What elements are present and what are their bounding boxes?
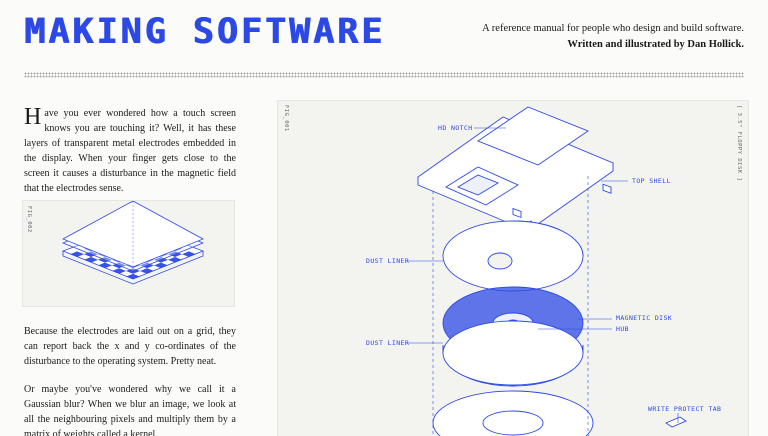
figure-small-id: FIG_002 [26, 206, 32, 233]
drop-cap: H [24, 104, 42, 130]
site-title[interactable]: MAKING SOFTWARE [24, 12, 386, 52]
touchscreen-illustration [61, 201, 205, 285]
paragraph-grid: Because the electrodes are laid out on a… [24, 326, 236, 367]
label-dust-liner-2: DUST LINER [366, 339, 410, 347]
paragraph-touchscreen-text: ave you ever wondered how a touch screen… [24, 108, 236, 194]
label-write-protect-tab: WRITE PROTECT TAB [648, 405, 722, 413]
figure-touchscreen-layers: FIG_002 [22, 200, 235, 307]
label-magnetic-disk: MAGNETIC DISK [616, 314, 673, 322]
paragraph-gaussian: Or maybe you've wondered why we call it … [24, 384, 236, 436]
tagline: A reference manual for people who design… [482, 21, 744, 53]
figure-floppy-disk: FIG_001 [ 3.5" FLOPPY DISK ] [277, 100, 749, 436]
label-dust-liner-1: DUST LINER [366, 257, 410, 265]
label-hd-notch: HD NOTCH [438, 124, 473, 132]
label-top-shell: TOP SHELL [632, 177, 671, 185]
tagline-text: A reference manual for people who design… [482, 23, 744, 34]
figure-big-caption: [ 3.5" FLOPPY DISK ] [736, 105, 742, 182]
floppy-exploded-illustration [406, 106, 687, 436]
figure-big-id: FIG_001 [283, 105, 289, 132]
label-hub: HUB [616, 325, 629, 333]
author-credit: Written and illustrated by Dan Hollick. [567, 39, 744, 50]
header-divider [24, 72, 744, 78]
